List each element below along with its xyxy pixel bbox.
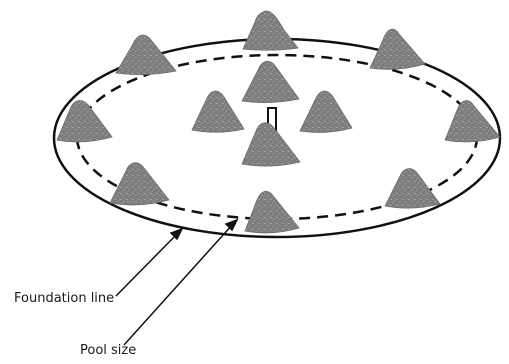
foundation-line-label: Foundation line (14, 291, 115, 306)
gravel-pile-inner-top (241, 60, 300, 103)
gravel-pile-bottom-left (109, 162, 170, 206)
gravel-pile-top (242, 10, 299, 51)
foundation-line-arrowhead (169, 227, 184, 241)
gravel-pile-top-left (115, 34, 177, 75)
pool-size-label: Pool size (80, 343, 137, 358)
pool-size-arrowhead (224, 218, 239, 232)
pool-size-arrow (123, 223, 234, 346)
foundation-line-arrow (115, 232, 179, 297)
gravel-pile-left (56, 100, 113, 143)
gravel-pile-inner-right (299, 90, 353, 133)
callout-arrows (115, 218, 239, 346)
gravel-pile-inner-left (191, 90, 245, 133)
gravel-pile-center (241, 122, 301, 167)
gravel-pile-bottom (244, 190, 300, 234)
gravel-piles (56, 10, 501, 234)
gravel-pile-bottom-right (384, 168, 441, 209)
gravel-pile-top-right (369, 28, 426, 70)
gravel-pile-right (444, 100, 501, 143)
